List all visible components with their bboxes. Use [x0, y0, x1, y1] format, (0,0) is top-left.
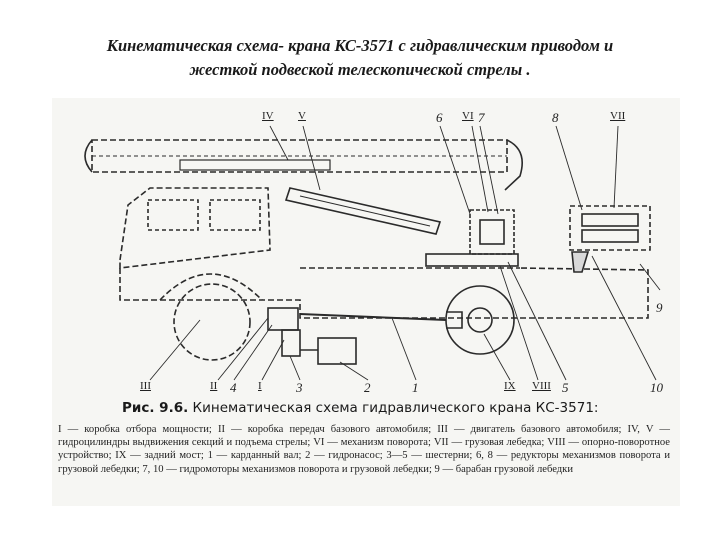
slide-title-line-2: жесткой подвеской телескопической стрелы… [189, 60, 531, 79]
slide-title: Кинематическая схема- крана КС-3571 с ги… [0, 34, 720, 82]
callout-VIII: VIII [532, 380, 551, 392]
winch-VII [569, 205, 651, 251]
callout-II: II [210, 380, 218, 392]
cylinder-V [284, 187, 442, 235]
winch-drum-9 [571, 251, 590, 273]
callout-8: 8 [552, 110, 559, 125]
callout-7: 7 [478, 110, 485, 125]
scanned-figure-background [52, 98, 680, 506]
callout-I: I [258, 380, 262, 392]
figure-title-text: Кинематическая схема гидравлического кра… [192, 400, 599, 416]
callout-III: III [140, 380, 151, 392]
callout-3: 3 [296, 380, 303, 395]
turntable-VIII [425, 253, 519, 267]
figure-title: Рис. 9.6. Кинематическая схема гидравлич… [122, 400, 682, 416]
callout-IV: IV [262, 110, 274, 122]
callout-VII: VII [610, 110, 626, 122]
callout-5: 5 [562, 380, 569, 395]
boom-tip [84, 139, 93, 173]
callout-9: 9 [656, 300, 663, 315]
figure-label: Рис. 9.6. [122, 400, 189, 416]
cylinder-IV [179, 159, 331, 171]
callout-IX: IX [504, 380, 516, 392]
callout-V: V [298, 110, 306, 122]
pto-I [281, 329, 301, 357]
gearbox-II [267, 307, 299, 331]
cardan-shaft-1 [299, 313, 447, 321]
truck-chassis [119, 267, 649, 319]
callout-1: 1 [412, 380, 419, 395]
figure-caption: I — коробка отбора мощности; II — коробк… [58, 424, 670, 475]
callout-VI: VI [462, 110, 474, 122]
callout-2: 2 [364, 380, 371, 395]
callout-4: 4 [230, 380, 237, 395]
front-wheel [173, 283, 251, 361]
hydraulic-pump-2 [317, 337, 357, 365]
slide-title-line-1: Кинематическая схема- крана КС-3571 с ги… [106, 36, 614, 55]
callout-6: 6 [436, 110, 443, 125]
rear-axle-IX [445, 285, 515, 355]
slew-mechanism-VI [469, 209, 515, 255]
boom-head [504, 139, 523, 191]
front-wheel-arch [159, 273, 263, 301]
callout-10: 10 [650, 380, 663, 395]
